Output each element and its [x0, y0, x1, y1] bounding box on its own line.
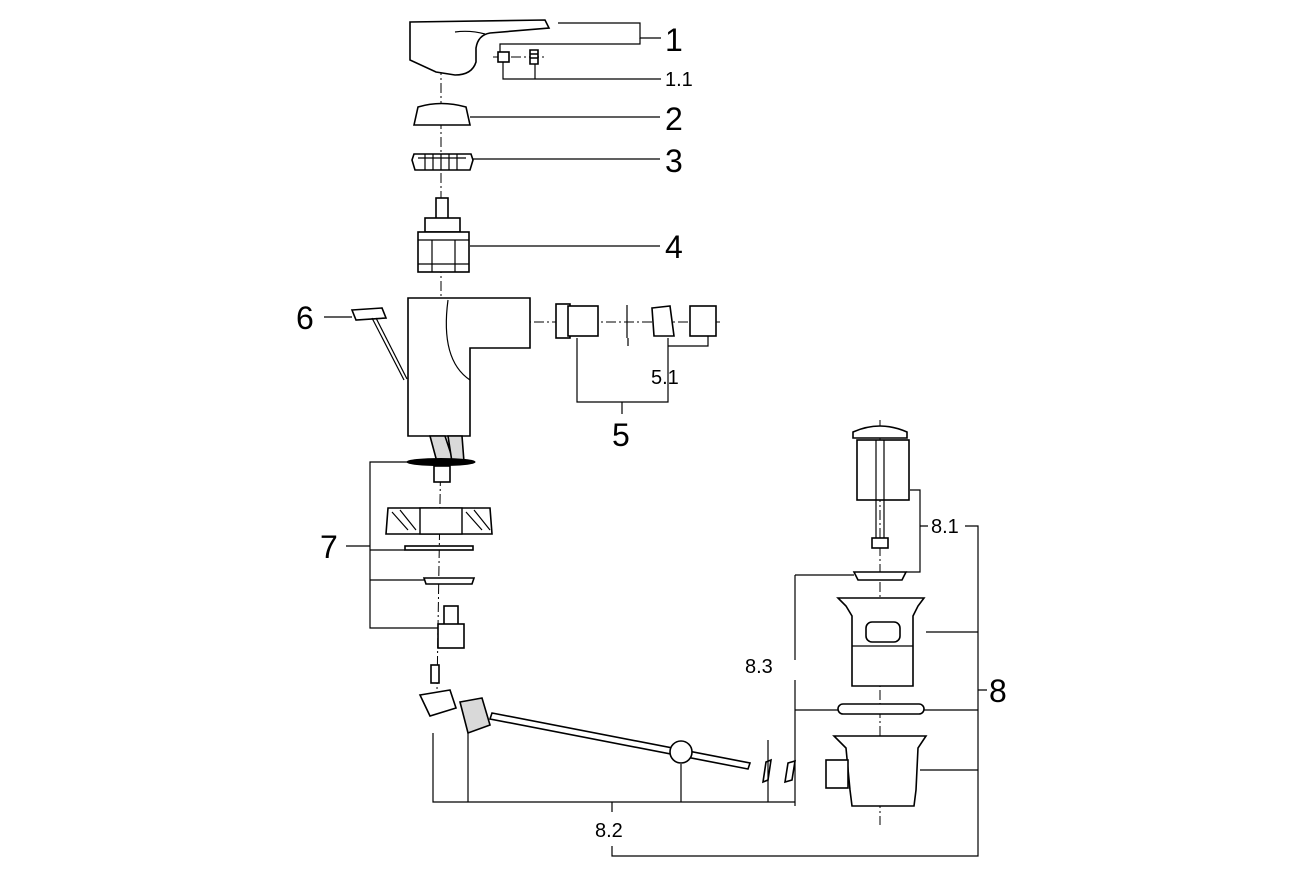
set-screw — [529, 49, 539, 65]
mounting-stud — [433, 465, 451, 483]
label-4: 4 — [665, 229, 683, 265]
faucet-body — [407, 297, 531, 437]
rod-connector — [430, 664, 440, 684]
leader-1-b — [499, 38, 641, 52]
countertop-hole — [419, 507, 463, 535]
lift-rod-knob — [350, 307, 388, 321]
mounting-plate — [422, 577, 476, 585]
pivot-ball — [669, 740, 693, 764]
cartridge-details — [418, 239, 469, 272]
leader-7 — [346, 461, 438, 629]
aerator-housing — [567, 305, 599, 337]
leader-8-3 — [794, 574, 854, 806]
label-7: 7 — [320, 529, 338, 565]
drain-flange-seal — [852, 571, 908, 581]
countertop-hatching — [391, 509, 491, 531]
cartridge-body — [417, 231, 470, 273]
set-screw-cap — [497, 51, 510, 63]
aerator-insert — [651, 305, 675, 337]
label-5: 5 — [612, 417, 630, 453]
faucet-body-contour — [445, 299, 471, 381]
leader-8-2 — [432, 733, 795, 812]
base-seal — [406, 458, 476, 466]
stopper-nut — [871, 537, 889, 549]
rod-clamp — [418, 689, 458, 717]
label-1-1: 1.1 — [665, 69, 693, 91]
label-3: 3 — [665, 143, 683, 179]
leader-8-1 — [906, 489, 928, 573]
drain-side-port — [825, 759, 849, 789]
pivot-rod — [488, 712, 752, 770]
leader-1-a — [558, 22, 661, 39]
label-8-2: 8.2 — [595, 820, 623, 842]
leader-5-5-1 — [576, 336, 709, 403]
mounting-nut-top — [443, 605, 459, 627]
drain-stopper-body — [856, 439, 910, 501]
pivot-washer-a — [762, 758, 772, 784]
lift-rod — [371, 317, 405, 381]
mounting-nut — [437, 623, 465, 649]
label-8-3: 8.3 — [745, 656, 773, 678]
mounting-washer — [404, 545, 474, 551]
nut-ridges — [418, 154, 466, 170]
label-8-1: 8.1 — [931, 516, 959, 538]
cover-cap — [413, 102, 471, 126]
drain-stopper-cap — [852, 425, 908, 439]
cartridge-stem — [435, 197, 449, 221]
leader-8 — [611, 525, 987, 857]
drain-gasket — [837, 703, 925, 715]
threaded-nut — [411, 153, 474, 171]
lever-highlight — [454, 30, 486, 35]
label-2: 2 — [665, 101, 683, 137]
cartridge-top — [424, 217, 461, 233]
drain-overflow-slot — [865, 621, 901, 643]
leader-1-1 — [502, 62, 661, 80]
label-8: 8 — [989, 673, 1007, 709]
aerator-cap — [689, 305, 717, 337]
label-1: 1 — [665, 22, 683, 58]
pivot-nut — [459, 697, 491, 735]
label-6: 6 — [296, 300, 314, 336]
lever-handle — [409, 19, 551, 76]
lift-rod-edge — [375, 317, 408, 380]
label-5-1: 5.1 — [651, 367, 679, 389]
pivot-washer-b — [784, 759, 796, 784]
